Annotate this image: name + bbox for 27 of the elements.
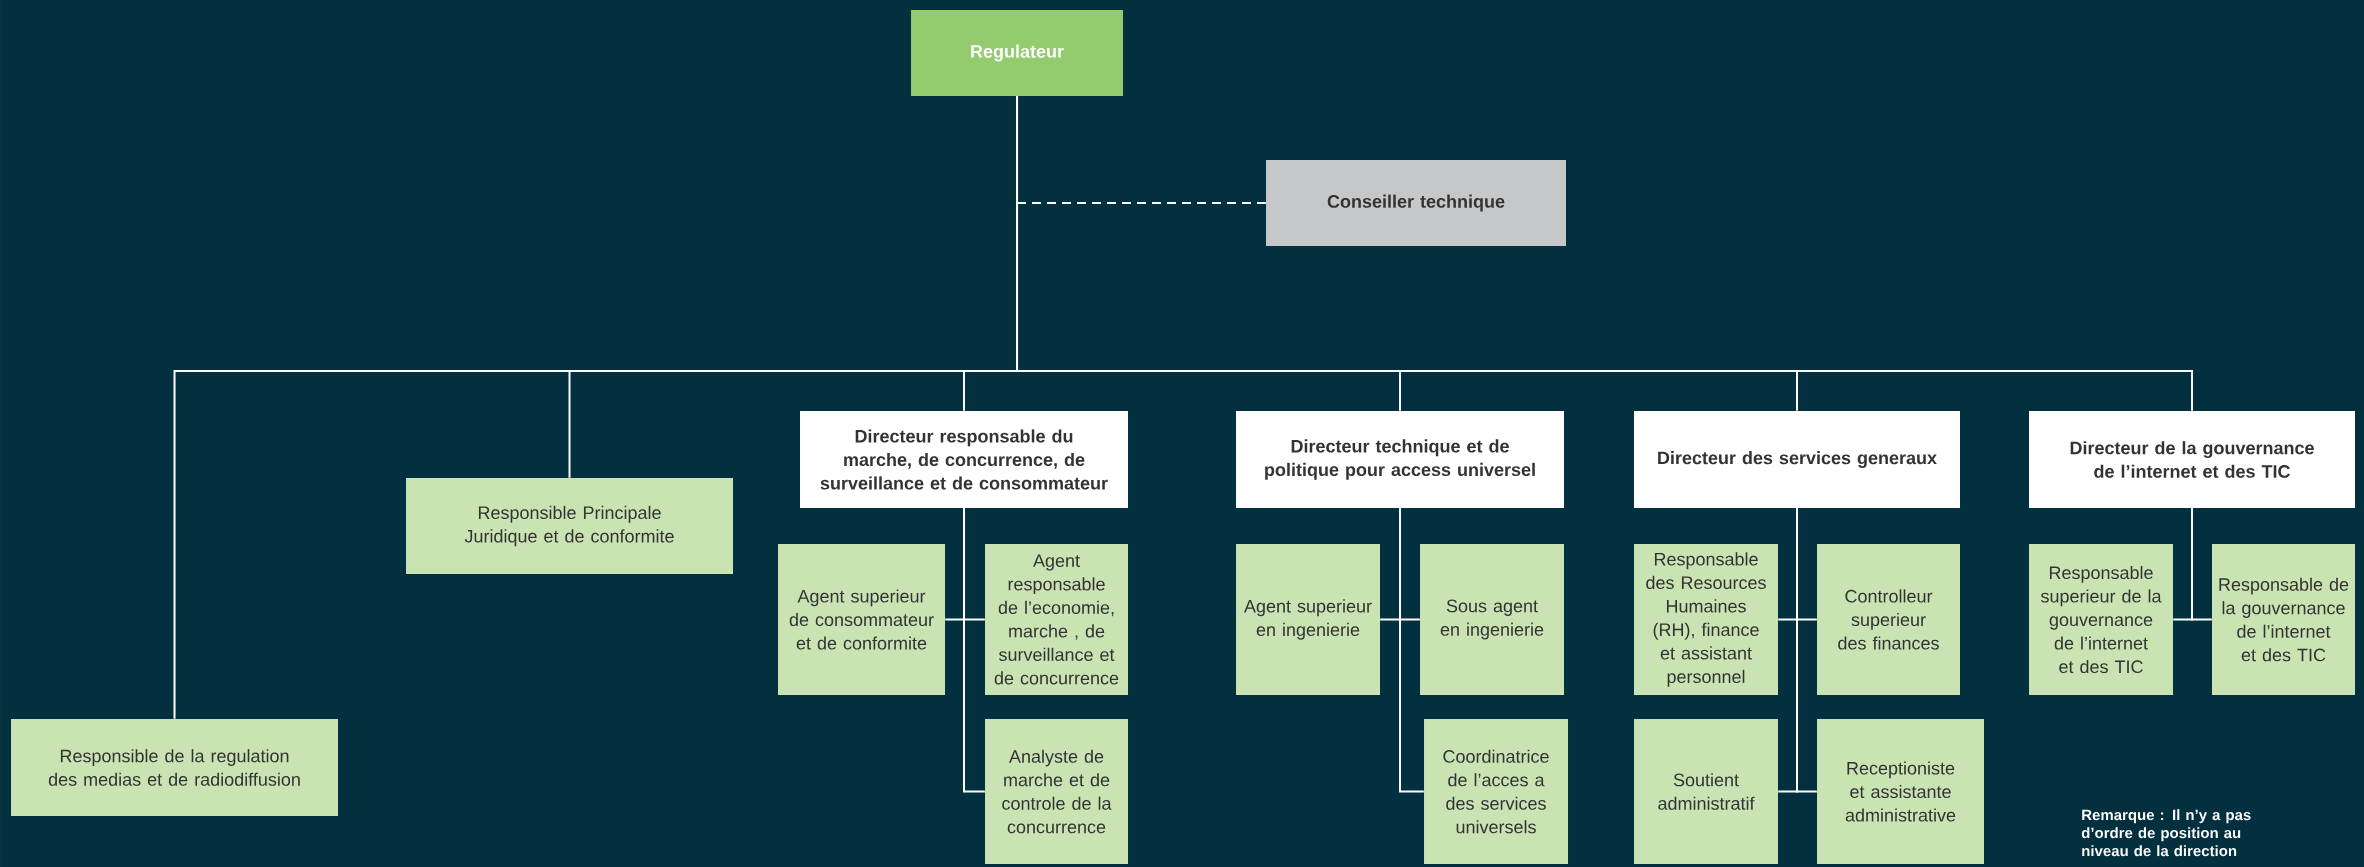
connector-line	[1016, 202, 1267, 204]
role-box: Responsable de la gouvernance de l’internet et des TIC	[2212, 544, 2355, 695]
role-box: Receptioniste et assistante administrative	[1817, 719, 1984, 864]
role-box: Coordinatrice de l’acces a des services universels	[1424, 719, 1568, 864]
role-box: Responsible de la regulation des medias et de radiodiffusion	[11, 719, 338, 816]
director-box: Directeur de la gouvernance de l’internet et des TIC	[2029, 411, 2355, 508]
regulator-box: Regulateur	[911, 10, 1123, 96]
director-box: Directeur responsable du marche, de concurrence, de surveillance et de consommateur	[800, 411, 1128, 508]
role-box: Responsible Principale Juridique et de conformite	[406, 478, 733, 574]
role-box: Controlleur superieur des finances	[1817, 544, 1960, 695]
role-box: Responsable superieur de la gouvernance de l’internet et des TIC	[2029, 544, 2173, 695]
note-text: Remarque : Il n’y a pas d’ordre de position au niveau de la direction	[2081, 809, 2251, 857]
role-box: Analyste de marche et de controle de la concurrence	[985, 719, 1128, 864]
role-box: Agent responsable de l’economie, marche , de surveillance et de concurrence	[985, 544, 1128, 695]
connector-line	[1399, 507, 1425, 793]
connector-line	[2191, 507, 2213, 621]
connector-line	[1016, 95, 2193, 412]
role-box: Soutient administratif	[1634, 719, 1778, 864]
role-box: Responsable des Resources Humaines (RH), finance et assistant personnel	[1634, 544, 1778, 695]
role-box: Agent superieur en ingenierie	[1236, 544, 1380, 695]
director-box: Directeur technique et de politique pour access universel	[1236, 411, 1564, 508]
director-box: Directeur des services generaux	[1634, 411, 1960, 508]
connector-line	[963, 507, 986, 793]
role-box: Sous agent en ingenierie	[1420, 544, 1564, 695]
connector-line	[1796, 507, 1818, 793]
advisor-box: Conseiller technique	[1266, 160, 1566, 246]
role-box: Agent superieur de consommateur et de conformite	[778, 544, 945, 695]
